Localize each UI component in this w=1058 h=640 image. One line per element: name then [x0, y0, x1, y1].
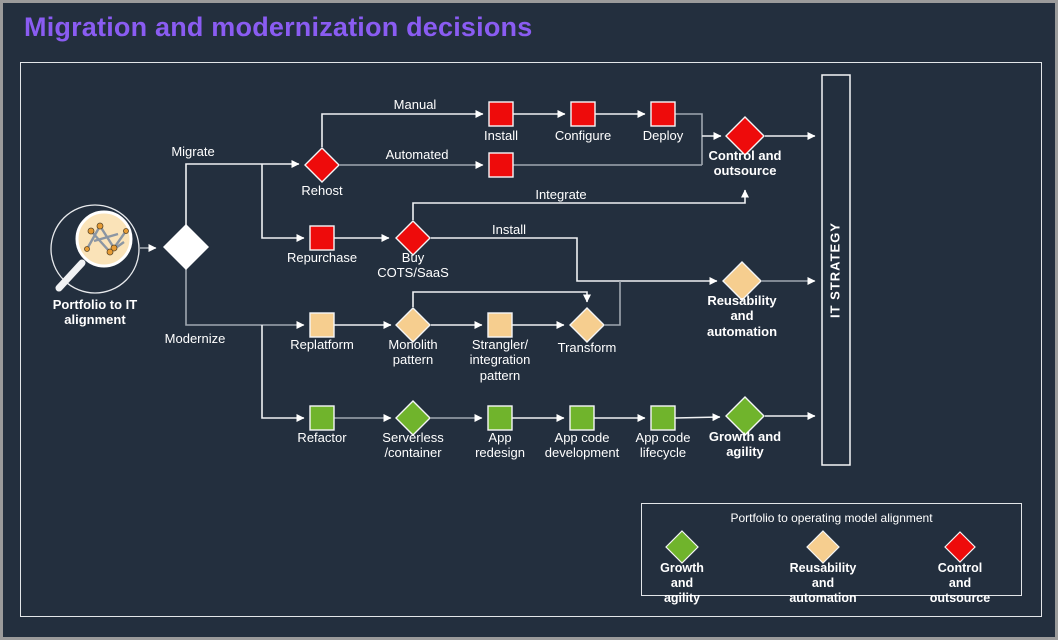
- it-strategy-bar: IT STRATEGY: [821, 74, 851, 466]
- edge-lifecycle-growth: [674, 413, 721, 422]
- label-replatform: Replatform: [290, 337, 354, 352]
- node-app-redesign: [487, 405, 513, 431]
- node-repurchase: [309, 225, 335, 251]
- magnifier-handle: [55, 259, 86, 292]
- edge-transform-merge: [605, 281, 621, 326]
- edge-modernize-to-replatform: [185, 269, 305, 329]
- portfolio-magnifier-icon: [50, 204, 140, 294]
- label-app-redesign: App redesign: [475, 430, 525, 461]
- edge-deploy-merge: [675, 113, 703, 165]
- label-app-code-development: App code development: [544, 430, 620, 461]
- legend-tan-diamond-icon: [806, 530, 840, 564]
- diagram-border: [20, 62, 1042, 617]
- label-manual: Manual: [393, 97, 437, 112]
- label-portfolio-alignment: Portfolio to IT alignment: [52, 297, 138, 328]
- label-integrate: Integrate: [535, 187, 587, 202]
- page-title: Migration and modernization decisions: [24, 12, 533, 42]
- flow-nodes: [163, 101, 765, 436]
- label-install-node: Install: [484, 128, 518, 143]
- node-root-decision: [163, 224, 209, 270]
- node-strangler-pattern: [487, 312, 513, 338]
- node-install: [488, 101, 514, 127]
- edge-monolith-bypass-transform: [412, 291, 591, 307]
- label-control-outsource: Control and outsource: [708, 148, 782, 179]
- legend: Portfolio to operating model alignment G…: [641, 503, 1022, 605]
- label-growth-agility: Growth and agility: [708, 429, 782, 460]
- legend-label-reusability: Reusability and automation: [789, 561, 857, 605]
- node-automated-install: [488, 152, 514, 178]
- label-buy-cots: Buy COTS/SaaS: [377, 250, 449, 281]
- node-transform: [569, 307, 605, 343]
- node-deploy: [650, 101, 676, 127]
- node-buy-cots: [395, 220, 431, 256]
- label-repurchase: Repurchase: [286, 250, 358, 265]
- edge-install-to-reusability: [431, 237, 718, 285]
- node-growth-agility: [725, 396, 765, 436]
- network-graph-nodes: [84, 222, 129, 256]
- node-serverless-container: [395, 400, 431, 436]
- node-reusability-automation: [722, 261, 762, 301]
- label-app-code-lifecycle: App code lifecycle: [635, 430, 691, 461]
- node-configure: [570, 101, 596, 127]
- legend-green-diamond-icon: [665, 530, 699, 564]
- connector-lines: [140, 110, 816, 422]
- it-strategy-label: IT STRATEGY: [827, 222, 842, 318]
- node-replatform: [309, 312, 335, 338]
- label-migrate: Migrate: [171, 144, 215, 159]
- node-app-code-development: [569, 405, 595, 431]
- edge-manual: [321, 110, 484, 147]
- label-install-edge: Install: [492, 222, 526, 237]
- edge-integrate: [412, 189, 749, 220]
- node-refactor: [309, 405, 335, 431]
- label-deploy: Deploy: [642, 128, 684, 143]
- label-monolith-pattern: Monolith pattern: [388, 337, 438, 368]
- label-automated: Automated: [385, 147, 449, 162]
- edge-to-refactor: [261, 325, 305, 422]
- label-refactor: Refactor: [297, 430, 347, 445]
- label-configure: Configure: [554, 128, 612, 143]
- it-strategy-rect: [821, 74, 851, 466]
- node-app-code-lifecycle: [650, 405, 676, 431]
- node-monolith-pattern: [395, 307, 431, 343]
- legend-title: Portfolio to operating model alignment: [730, 511, 933, 525]
- label-serverless-container: Serverless /container: [382, 430, 444, 461]
- edge-to-repurchase: [261, 164, 305, 242]
- label-strangler-pattern: Strangler/ integration pattern: [469, 337, 531, 383]
- edge-migrate-to-rehost: [185, 160, 300, 225]
- label-reusability-automation: Reusability and automation: [706, 293, 778, 339]
- label-modernize: Modernize: [164, 331, 226, 346]
- node-rehost: [304, 147, 340, 183]
- source-circle: [50, 204, 140, 294]
- legend-label-control: Control and outsource: [929, 561, 991, 605]
- label-rehost: Rehost: [301, 183, 343, 198]
- label-transform: Transform: [557, 340, 617, 355]
- node-control-outsource: [725, 116, 765, 156]
- legend-red-diamond-icon: [944, 531, 976, 563]
- legend-label-growth: Growth and agility: [660, 561, 704, 605]
